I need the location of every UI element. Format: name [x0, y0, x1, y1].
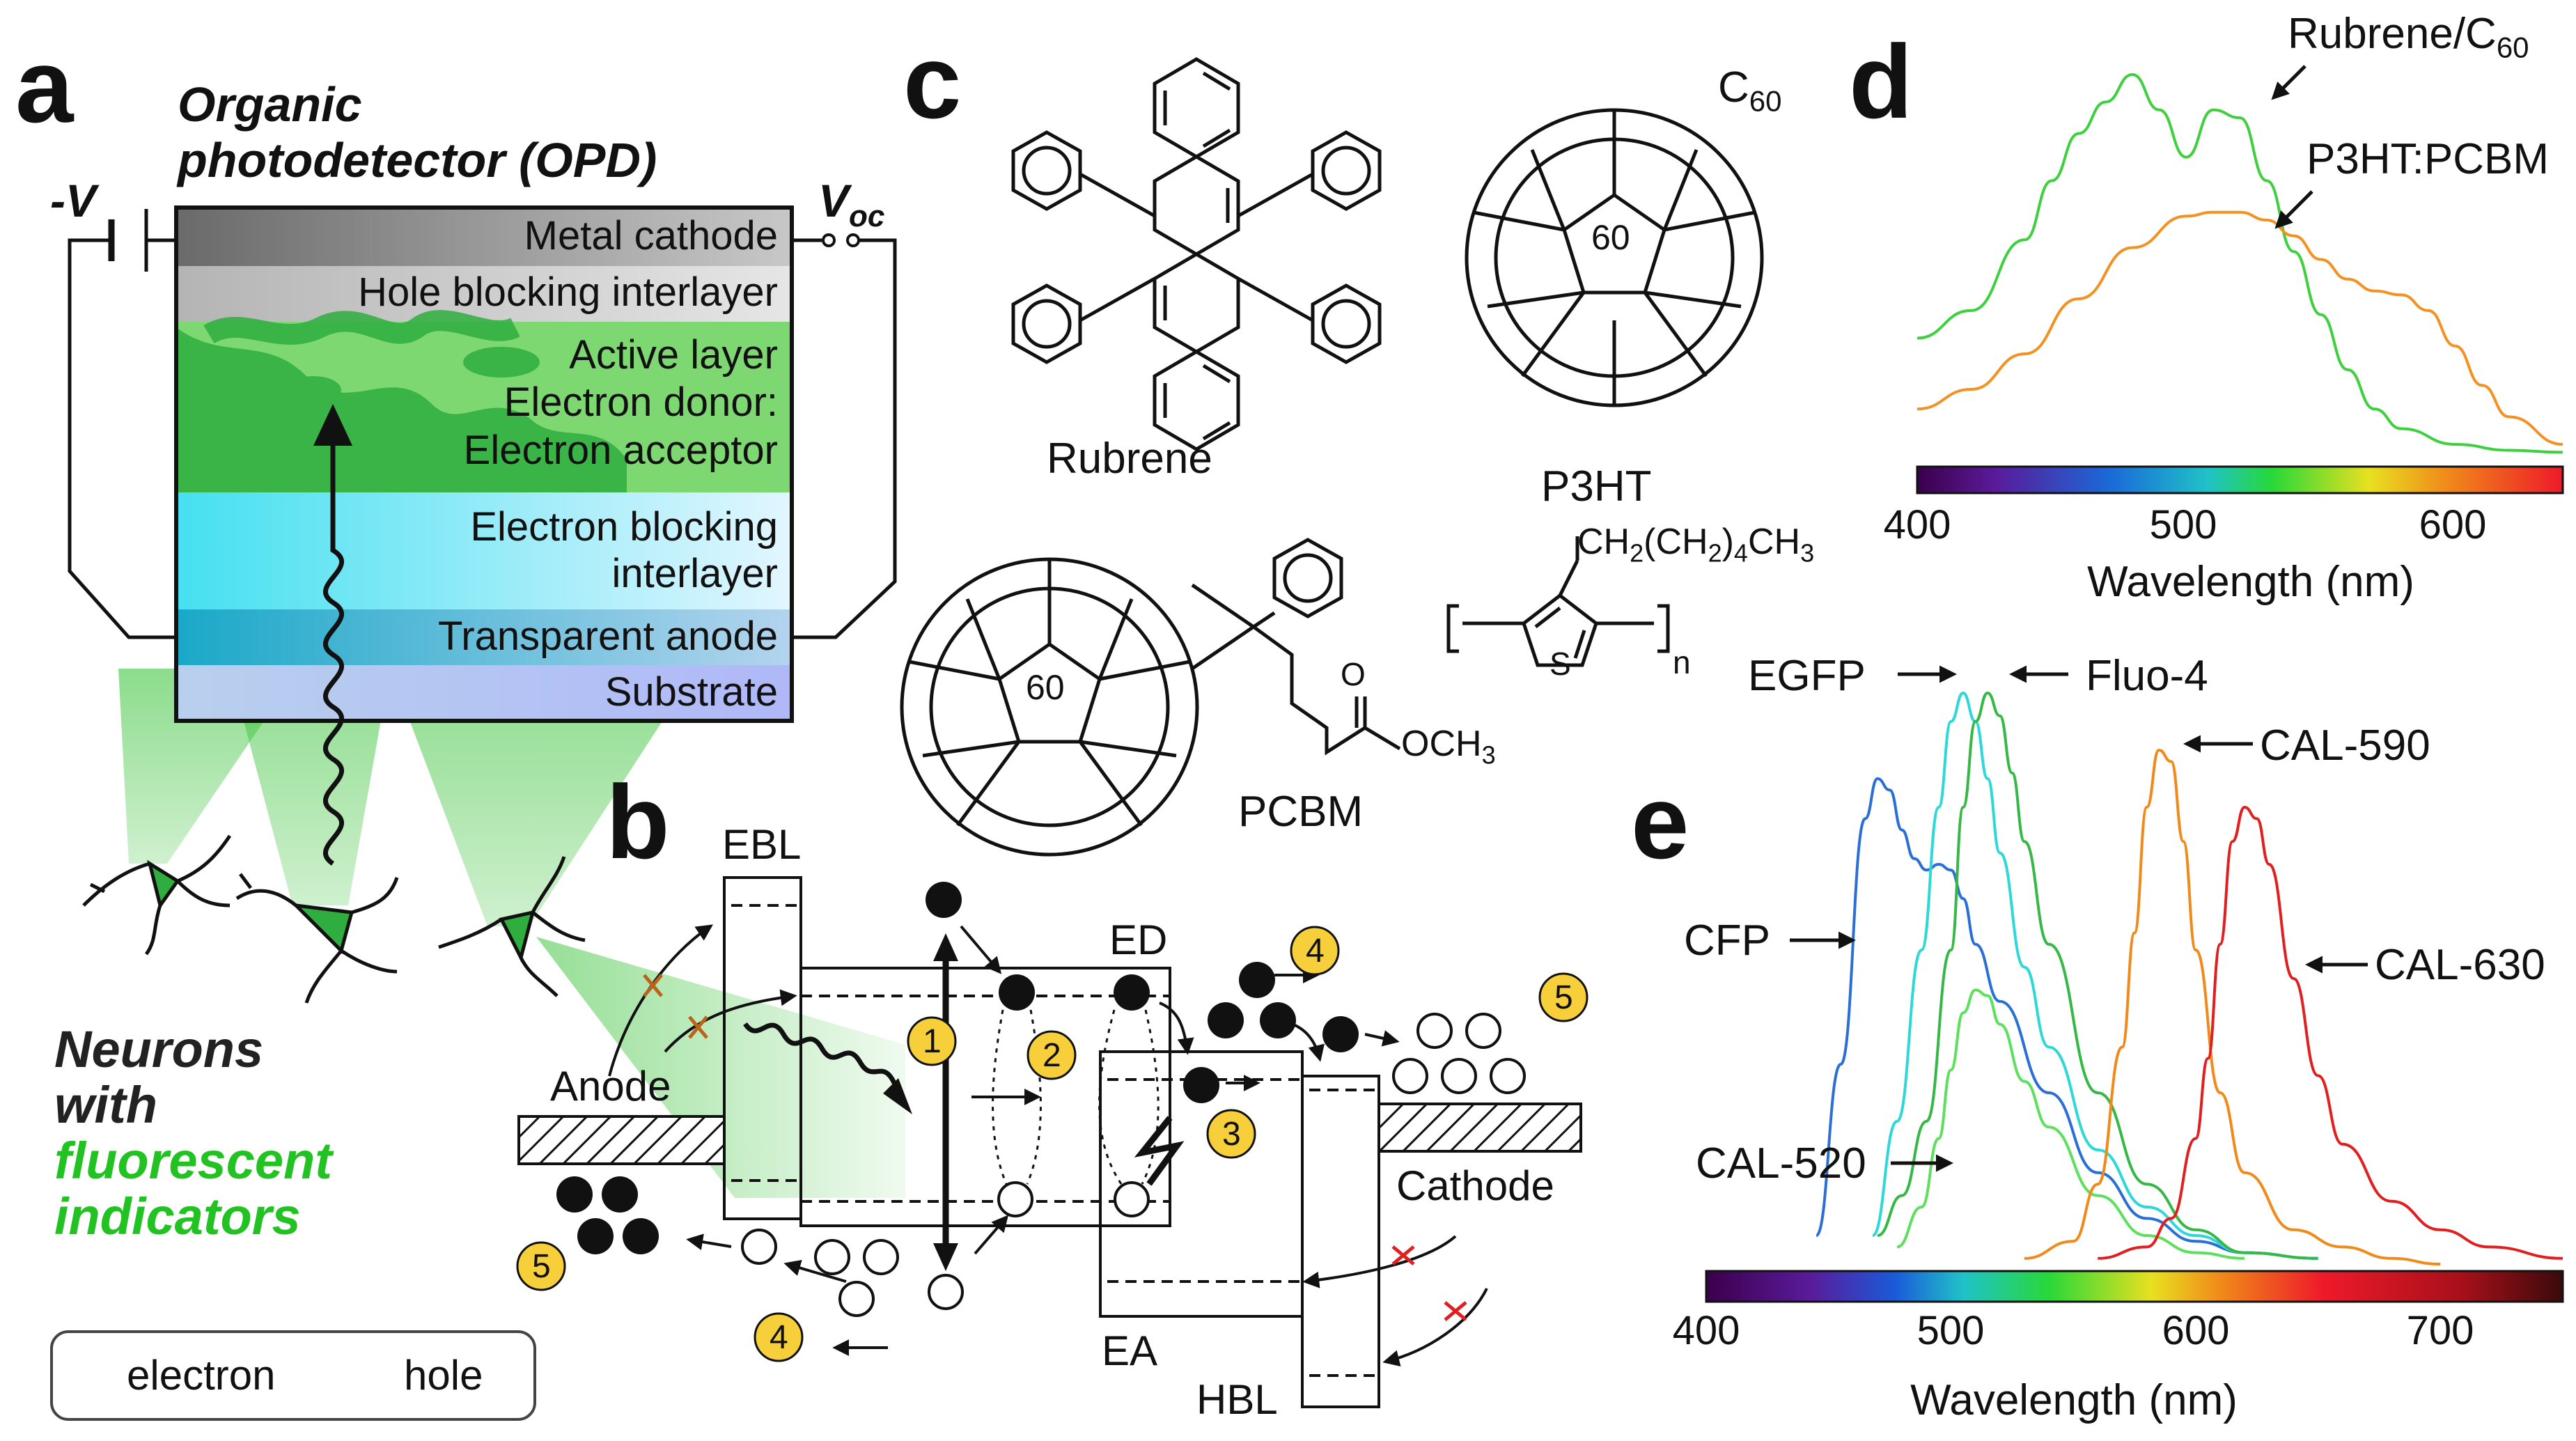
chart-d	[1917, 72, 2563, 454]
light-beam-band	[536, 937, 905, 1198]
layer-hole-blocking	[176, 266, 792, 322]
opd-stack-outline	[174, 205, 794, 723]
c60-structure	[1465, 108, 1764, 407]
neuron-3	[438, 856, 586, 997]
voc-terminal-left	[822, 233, 836, 247]
light-beam-right	[390, 669, 696, 926]
neuron-2	[235, 873, 399, 1004]
anode-electrode	[517, 1115, 726, 1165]
layer-metal-cathode	[176, 208, 792, 266]
opd-device	[68, 205, 897, 1004]
chart-e	[1815, 691, 2563, 1265]
step-badges	[516, 926, 1588, 1362]
layer-transparent-anode	[176, 609, 792, 665]
blocked-crosses	[643, 974, 708, 1039]
pcbm-structure	[900, 538, 1401, 857]
lightning-mark	[1134, 1116, 1185, 1186]
p3ht-structure	[1446, 536, 1670, 667]
series-line-rubrene-c60	[1917, 72, 2563, 454]
hbl-band	[1301, 1075, 1380, 1408]
layer-substrate	[176, 665, 792, 721]
chart-pointer-arrows	[1790, 65, 2368, 1172]
series-line-cal-630	[2098, 805, 2563, 1260]
cathode-crosses	[1391, 1245, 1467, 1321]
series-line-fluo-4	[1877, 691, 2318, 1260]
series-line-cal-520	[1896, 988, 2245, 1260]
electrons	[67, 882, 1359, 1391]
active-layer-blend-pattern	[176, 310, 627, 492]
voc-terminal-right	[846, 233, 860, 247]
spectrum-bar-e	[1705, 1270, 2564, 1303]
layer-electron-blocking	[176, 492, 792, 609]
series-line-cal-590	[2024, 748, 2441, 1265]
series-line-p3ht-pcbm	[1917, 210, 2563, 446]
rubrene-structure	[1011, 57, 1382, 451]
series-line-egfp	[1871, 691, 2318, 1260]
photon-arrowhead	[313, 404, 352, 446]
spectrum-bar-d	[1916, 465, 2564, 494]
neuron-1	[82, 834, 232, 956]
bias-circuit	[68, 209, 897, 639]
series-line-cfp	[1815, 777, 2318, 1260]
light-beam-middle	[230, 669, 390, 905]
band-diagram	[67, 876, 1588, 1408]
band-photon	[743, 1022, 901, 1095]
recombination-paths	[992, 1009, 1160, 1185]
cathode-electrode	[1377, 1103, 1582, 1153]
photon-wave	[323, 432, 345, 866]
